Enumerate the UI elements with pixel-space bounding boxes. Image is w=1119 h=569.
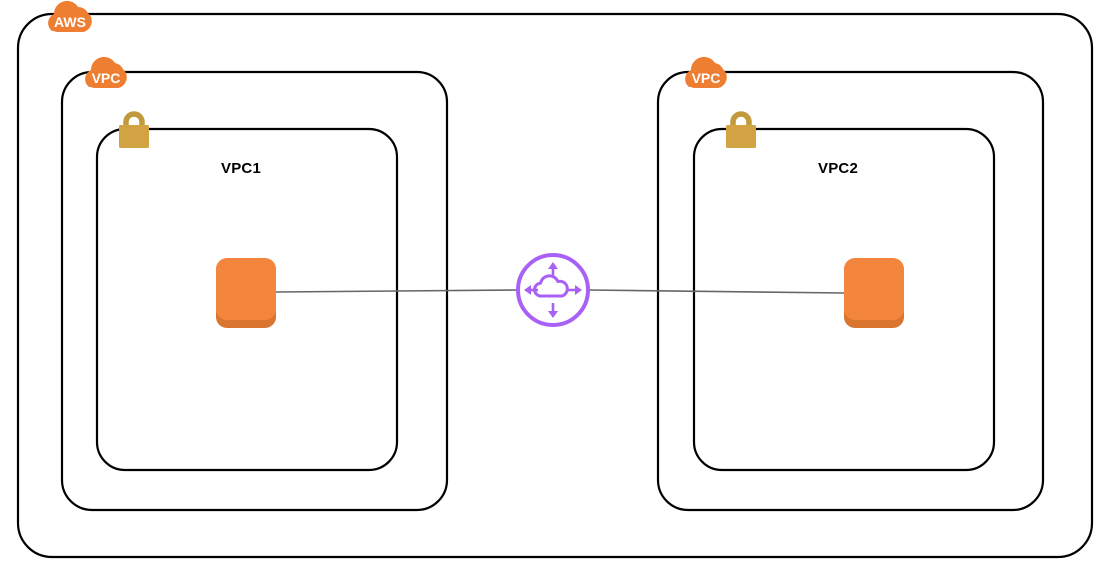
lock-body [119, 125, 149, 148]
transit-gateway-ring[interactable] [516, 253, 590, 327]
resource-left-body[interactable] [216, 258, 276, 320]
transit-gateway-to-vpc2[interactable] [587, 289, 845, 294]
transit-gateway-arrow-up-head [548, 262, 558, 269]
resource-layer [216, 258, 904, 328]
vpc-cloud-icon-left[interactable]: VPC [85, 56, 127, 88]
transit-gateway-arrow-right-head [575, 285, 582, 295]
subnet-right-boundary[interactable] [692, 127, 996, 472]
lock-shackle [730, 111, 752, 127]
cloud-pill [89, 72, 123, 88]
subnet-right-label: VPC2 [818, 160, 858, 177]
resource-right-body[interactable] [844, 258, 904, 320]
aws-cloud-boundary[interactable] [16, 12, 1094, 559]
lock-icon-left [119, 111, 149, 148]
lock-icon-right [726, 111, 756, 148]
transit-gateway-arrow-left-head [524, 285, 531, 295]
lock-body [726, 125, 756, 148]
subnet-left-boundary[interactable] [95, 127, 399, 472]
vpc-cloud-icon-right[interactable]: VPC [685, 56, 727, 88]
aws-resource-icon-left[interactable] [216, 258, 276, 328]
aws-cloud-icon[interactable]: AWS [48, 0, 92, 32]
boundary-layer [16, 12, 1094, 559]
cloud-pill [52, 16, 88, 32]
vpc1-to-transit-gateway[interactable] [275, 289, 519, 293]
lock-shackle [123, 111, 145, 127]
subnet-left-label: VPC1 [221, 160, 261, 177]
connector-layer [275, 289, 845, 294]
transit-gateway-icon[interactable] [516, 253, 590, 327]
cloud-badge-label: VPC [692, 70, 721, 86]
cloud-badge-label: AWS [54, 14, 86, 30]
cloud-badge-label: VPC [92, 70, 121, 86]
transit-gateway-arrow-down-head [548, 311, 558, 318]
cloud-pill [689, 72, 723, 88]
aws-resource-icon-right[interactable] [844, 258, 904, 328]
